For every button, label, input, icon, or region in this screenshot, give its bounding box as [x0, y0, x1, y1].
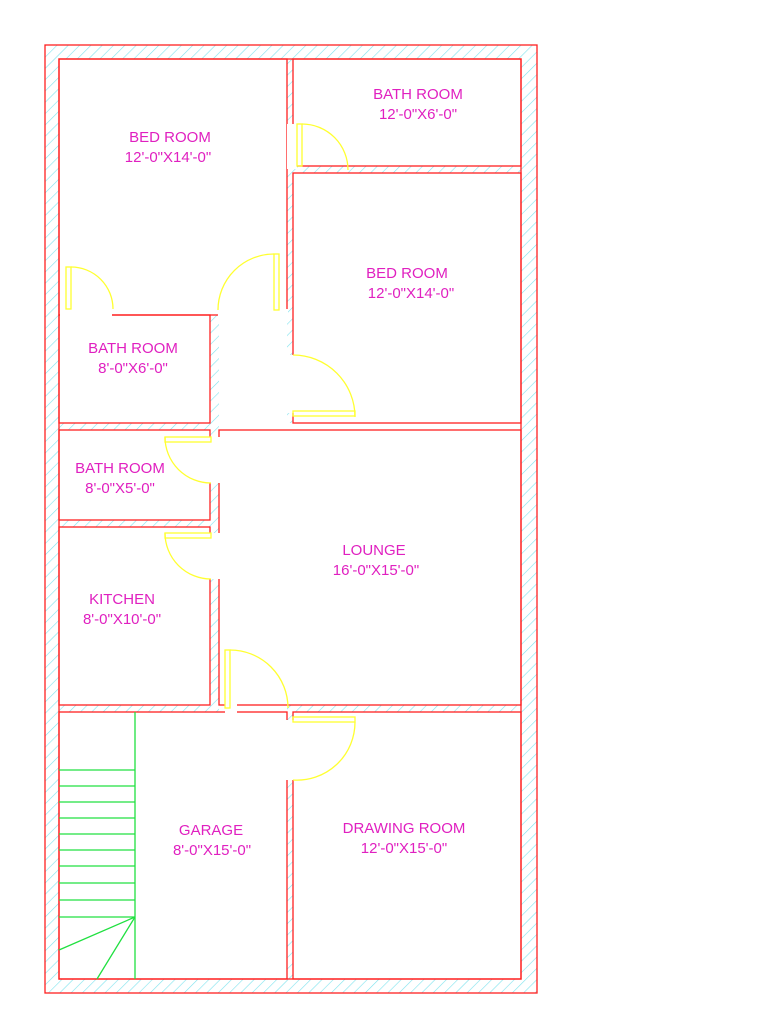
garage-outline — [58, 711, 288, 980]
door-hall-north — [217, 253, 280, 311]
door-gap-bed1 — [60, 309, 112, 321]
bed-room-1-size: 12'-0"X14'-0" — [125, 149, 211, 166]
bath-room-3-size: 8'-0"X5'-0" — [85, 480, 155, 497]
kitchen-size: 8'-0"X10'-0" — [83, 611, 161, 628]
kitchen-name: KITCHEN — [89, 591, 155, 608]
door-openings — [60, 124, 297, 780]
door-bath-room-1 — [296, 123, 349, 171]
bath-room-1-outline — [292, 58, 522, 167]
bed-room-2-name: BED ROOM — [366, 265, 448, 282]
door-bath-room-3 — [164, 436, 212, 484]
room-labels: BED ROOM 12'-0"X14'-0" BATH ROOM 12'-0"X… — [75, 86, 465, 859]
bath-room-2-outline — [58, 314, 211, 424]
lounge-size: 16'-0"X15'-0" — [333, 562, 419, 579]
door-kitchen — [164, 532, 212, 580]
door-bed-room-2 — [292, 354, 356, 418]
garage-size: 8'-0"X15'-0" — [173, 842, 251, 859]
outer-wall-outline — [44, 44, 538, 994]
bed-room-1-outline — [58, 58, 288, 316]
door-drawing-room — [292, 716, 356, 781]
bath-room-1-size: 12'-0"X6'-0" — [379, 106, 457, 123]
bed-room-1-name: BED ROOM — [129, 129, 211, 146]
door-bed-room-1 — [65, 266, 114, 310]
bed-room-2-size: 12'-0"X14'-0" — [368, 285, 454, 302]
door-gap-kitchen — [205, 533, 223, 579]
bath-room-2-size: 8'-0"X6'-0" — [98, 360, 168, 377]
bath-room-1-name: BATH ROOM — [373, 86, 463, 103]
wall-hatch — [45, 45, 537, 993]
door-gap-top-bath — [287, 124, 297, 169]
staircase — [58, 712, 136, 980]
garage-name: GARAGE — [179, 822, 243, 839]
drawing-room-name: DRAWING ROOM — [343, 820, 466, 837]
kitchen-outline — [58, 526, 211, 706]
door-garage — [224, 649, 289, 709]
door-gap-bed2 — [286, 355, 296, 413]
door-gap-drawing — [286, 720, 296, 780]
drawing-room-outline — [292, 711, 522, 980]
bath-room-3-name: BATH ROOM — [75, 460, 165, 477]
door-gap-bath3 — [205, 437, 223, 483]
walls — [44, 44, 538, 994]
bath-room-2-name: BATH ROOM — [88, 340, 178, 357]
lounge-name: LOUNGE — [342, 542, 405, 559]
doors — [65, 123, 356, 781]
door-gap-garage — [225, 650, 237, 714]
drawing-room-size: 12'-0"X15'-0" — [361, 840, 447, 857]
bed-room-2-outline — [292, 172, 522, 424]
door-gap-hall — [218, 309, 288, 321]
